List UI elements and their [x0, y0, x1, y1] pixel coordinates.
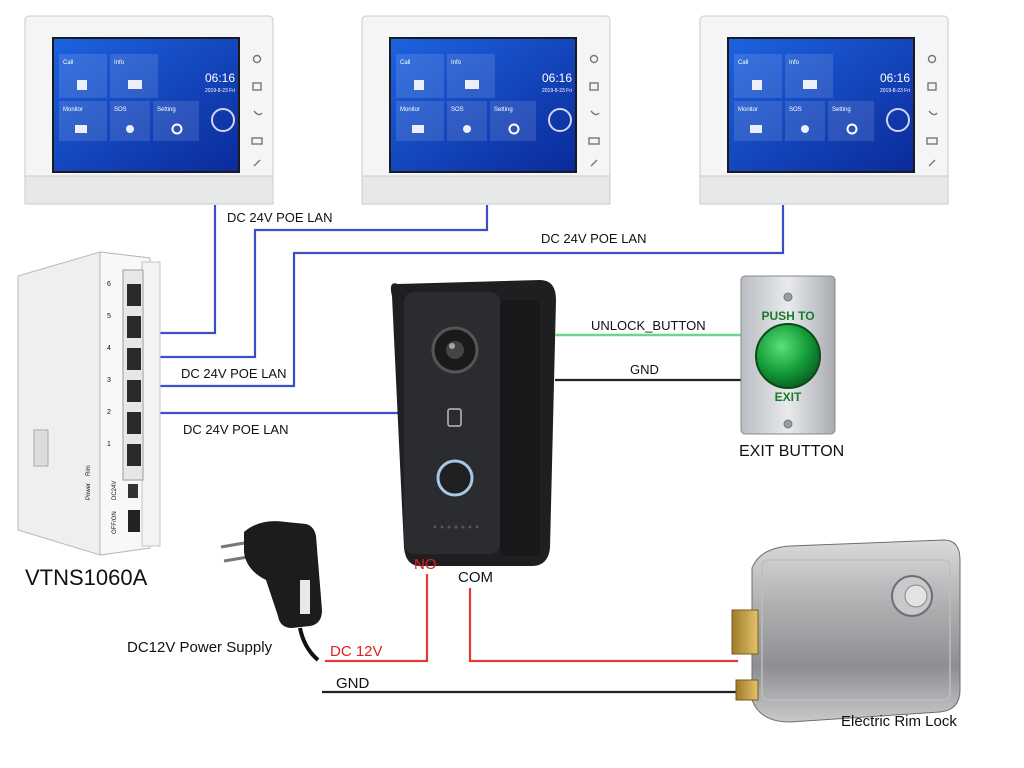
tile-sos-label: SOS	[451, 107, 464, 113]
lan-wire-monitor-3	[130, 205, 785, 388]
phone-icon	[752, 80, 762, 90]
switch-power-label: Power	[86, 483, 92, 500]
port-number-1: 1	[107, 441, 111, 448]
power-switch	[128, 510, 140, 532]
tile-sos-label: SOS	[789, 107, 802, 113]
gear-icon	[846, 123, 858, 135]
phone-icon	[414, 80, 424, 90]
gear-icon	[508, 123, 520, 135]
switch-onoff-label: OFF/ON	[112, 511, 118, 534]
camera-icon	[750, 125, 762, 133]
phone-icon	[77, 80, 87, 90]
sos-icon	[126, 125, 134, 133]
port-4	[127, 348, 141, 370]
com-terminal-label: COM	[458, 569, 493, 586]
screen-date: 2019-8-23 Fri	[542, 88, 572, 94]
mail-icon	[803, 80, 817, 89]
tile-info-label: Info	[114, 60, 125, 66]
tile-info-label: Info	[789, 60, 800, 66]
power-supply	[220, 521, 322, 662]
card-reader-icon	[447, 408, 462, 427]
electric-rim-lock	[731, 539, 961, 723]
no-terminal-label: NO	[414, 556, 437, 573]
exit-text-label: EXIT	[775, 390, 802, 404]
tile-info-label: Info	[451, 60, 462, 66]
screen-time: 06:16	[205, 71, 235, 85]
tile-monitor-label: Monitor	[738, 107, 758, 113]
screen-date: 2019-8-23 Fri	[880, 88, 910, 94]
unlock-button-label: UNLOCK_BUTTON	[591, 318, 706, 333]
lan-label-monitor-2: DC 24V POE LAN	[181, 366, 287, 381]
port-number-2: 2	[107, 409, 111, 416]
exit-button: PUSH TO EXIT	[740, 275, 836, 435]
lan-wire-monitor-2	[130, 205, 489, 359]
tile-setting-label: Setting	[832, 107, 851, 113]
tile-setting-label: Setting	[494, 107, 513, 113]
power-supply-label-sticker	[300, 580, 310, 614]
port-2	[127, 412, 141, 434]
gnd-exit-label: GND	[630, 362, 659, 377]
tile-monitor-label: Monitor	[400, 107, 420, 113]
switch-dc24v-label: DC24V	[112, 481, 118, 500]
camera-icon	[412, 125, 424, 133]
lan-label-monitor-3: DC 24V POE LAN	[541, 231, 647, 246]
monitor-screen-3: Call Info Monitor SOS Setting 06:16 2019…	[734, 54, 910, 141]
switch-model-label: VTNS1060A	[25, 565, 148, 590]
mail-icon	[128, 80, 142, 89]
tile-monitor-label: Monitor	[63, 107, 83, 113]
switch-rim-label: Rim	[86, 465, 92, 476]
lan-label-monitor-1: DC 24V POE LAN	[227, 210, 333, 225]
push-to-label: PUSH TO	[761, 309, 814, 323]
gear-icon	[171, 123, 183, 135]
monitor-screen-2: Call Info Monitor SOS Setting 06:16 2019…	[396, 54, 572, 141]
door-station	[390, 280, 556, 566]
port-number-3: 3	[107, 377, 111, 384]
poe-switch: 6 5 4 3 2 1 Power OFF/ON DC24V Rim	[17, 251, 161, 556]
lock-latch	[731, 609, 759, 655]
shield-status-icon	[548, 108, 572, 132]
power-jack	[128, 484, 138, 498]
sos-icon	[801, 125, 809, 133]
tile-setting-label: Setting	[157, 107, 176, 113]
screen-time: 06:16	[880, 71, 910, 85]
screen-date: 2019-8-23 Fri	[205, 88, 235, 94]
power-supply-label: DC12V Power Supply	[127, 639, 273, 656]
gnd-lock-label: GND	[336, 675, 370, 692]
tile-sos-label: SOS	[114, 107, 127, 113]
shield-status-icon	[886, 108, 910, 132]
no-wire	[325, 574, 429, 663]
port-1	[127, 444, 141, 466]
port-6	[127, 284, 141, 306]
tile-call-label: Call	[738, 60, 748, 66]
tile-call-label: Call	[400, 60, 410, 66]
screen-time: 06:16	[542, 71, 572, 85]
call-button	[436, 459, 474, 497]
switch-sticker	[33, 429, 49, 467]
sos-icon	[463, 125, 471, 133]
mail-icon	[465, 80, 479, 89]
rim-lock-label: Electric Rim Lock	[841, 713, 957, 730]
port-number-4: 4	[107, 345, 111, 352]
speaker-grille	[433, 525, 479, 529]
exit-button-label: EXIT BUTTON	[739, 443, 844, 460]
port-3	[127, 380, 141, 402]
port-number-5: 5	[107, 313, 111, 320]
lan-label-door-station: DC 24V POE LAN	[183, 422, 289, 437]
dc12v-label: DC 12V	[330, 643, 383, 660]
port-5	[127, 316, 141, 338]
camera-icon	[75, 125, 87, 133]
monitor-screen-1: Call Info Monitor SOS Setting 06:16 2019…	[59, 54, 235, 141]
com-wire	[468, 588, 738, 663]
port-number-6: 6	[107, 281, 111, 288]
green-push-button	[755, 323, 821, 389]
tile-call-label: Call	[63, 60, 73, 66]
shield-status-icon	[211, 108, 235, 132]
